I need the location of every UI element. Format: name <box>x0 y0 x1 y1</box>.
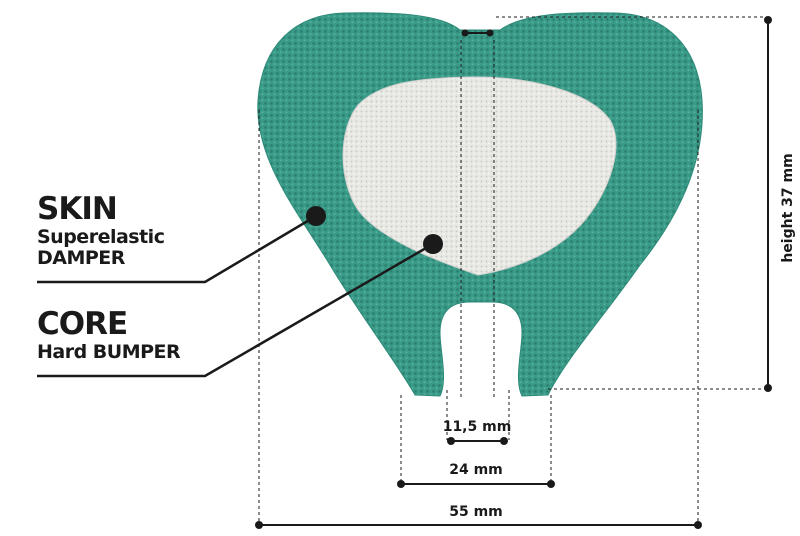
core-title: CORE <box>37 306 127 342</box>
top-notch-dot-right <box>486 29 494 37</box>
slot-dot-left <box>447 437 455 445</box>
skin-marker-dot <box>306 206 326 226</box>
height-dot-bottom <box>764 384 772 392</box>
core-shape <box>342 76 617 276</box>
total-dot-left <box>255 521 263 529</box>
top-notch-dot-left <box>461 29 469 37</box>
height-label: height 37 mm <box>780 153 796 262</box>
total-dot-right <box>694 521 702 529</box>
total-width-label: 55 mm <box>449 504 503 520</box>
core-leader-line <box>37 242 434 378</box>
skin-title: SKIN <box>37 191 117 227</box>
skin-subtitle-1: Superelastic <box>37 226 164 248</box>
skin-leader-line <box>37 214 317 284</box>
core-subtitle-1: Hard BUMPER <box>37 341 181 363</box>
neck-dot-right <box>547 480 555 488</box>
core-marker-dot <box>423 234 443 254</box>
height-dot-top <box>764 16 772 24</box>
slot-width-label: 11,5 mm <box>443 419 512 435</box>
slot-dot-right <box>500 437 508 445</box>
neck-width-label: 24 mm <box>449 462 503 478</box>
skin-subtitle-2: DAMPER <box>37 247 126 269</box>
neck-dot-left <box>397 480 405 488</box>
